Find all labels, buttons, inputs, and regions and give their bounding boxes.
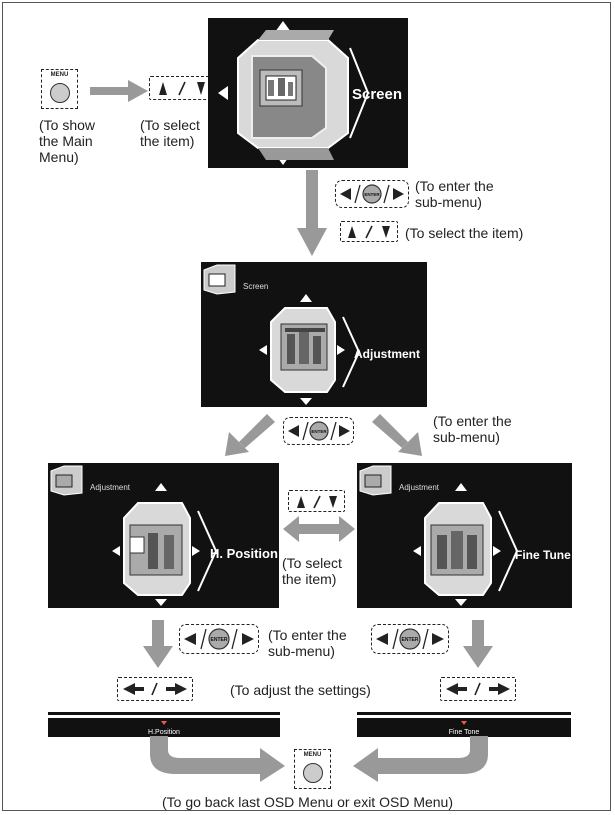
- up-down-arrows-icon: [159, 81, 205, 96]
- left-right-arrows-icon: [446, 682, 510, 696]
- osd-finetune-screen: Adjustment Fine Tune: [357, 463, 572, 608]
- down-left-arrow-icon: [225, 414, 275, 456]
- finetune-title: Fine Tune: [515, 548, 571, 562]
- adjustment-title: Adjustment: [354, 347, 420, 361]
- screen-title: Screen: [352, 86, 403, 103]
- select-item-caption: (To select the item): [140, 117, 200, 149]
- double-arrow-icon: [283, 516, 355, 542]
- adjustment-small-title: Screen: [243, 282, 269, 291]
- hposition-slider-label: H.Position: [148, 729, 180, 736]
- down-arrow-icon: [297, 170, 327, 256]
- slider-track-icon: [48, 715, 280, 725]
- left-enter-right-icon: ENTER: [287, 421, 350, 441]
- curved-left-arrow-icon: [353, 736, 488, 782]
- down-right-arrow-icon: [372, 414, 422, 456]
- finetune-small-title: Adjustment: [399, 483, 440, 492]
- hposition-title: H. Position: [210, 546, 278, 561]
- down-arrow-icon: [143, 620, 173, 668]
- left-enter-right-button[interactable]: ENTER: [371, 624, 449, 654]
- hposition-small-title: Adjustment: [90, 483, 131, 492]
- finetune-cube-icon: [359, 465, 519, 606]
- up-down-button[interactable]: [288, 490, 345, 512]
- left-right-button[interactable]: [440, 677, 516, 701]
- left-enter-right-button[interactable]: ENTER: [335, 180, 409, 208]
- slider-track-icon: [357, 715, 571, 725]
- hposition-cube-icon: [50, 465, 218, 606]
- show-main-menu-caption: (To show the Main Menu): [39, 117, 96, 165]
- svg-text:ENTER: ENTER: [364, 192, 380, 197]
- up-down-button[interactable]: [149, 76, 215, 100]
- finetone-slider-label: Fine Tone: [448, 729, 480, 736]
- left-enter-right-icon: ENTER: [340, 184, 404, 204]
- up-down-arrows-icon: [348, 225, 390, 239]
- left-right-arrows-icon: [123, 682, 187, 696]
- up-down-arrows-icon: [296, 495, 337, 508]
- down-arrow-icon: [463, 620, 493, 668]
- left-enter-right-icon: ENTER: [376, 628, 444, 650]
- osd-hposition-screen: Adjustment H. Position: [48, 463, 279, 608]
- menu-knob-icon: [50, 83, 70, 103]
- svg-text:ENTER: ENTER: [311, 429, 327, 434]
- svg-text:ENTER: ENTER: [402, 637, 419, 643]
- footer-caption: (To go back last OSD Menu or exit OSD Me…: [162, 794, 453, 810]
- osd-adjustment-screen: Screen Adjustment: [201, 262, 427, 407]
- curved-right-arrow-icon: [150, 736, 285, 782]
- left-enter-right-icon: ENTER: [184, 628, 254, 650]
- left-right-button[interactable]: [117, 677, 193, 701]
- screen-cube-icon: [218, 21, 370, 165]
- enter-submenu-caption: (To enter the sub-menu): [433, 413, 512, 445]
- enter-submenu-caption: (To enter the sub-menu): [415, 178, 494, 210]
- osd-screen-main: Screen: [208, 18, 408, 168]
- hposition-slider-bar: H.Position: [48, 712, 280, 737]
- menu-button-label: MENU: [50, 72, 69, 78]
- svg-text:ENTER: ENTER: [211, 637, 228, 643]
- left-enter-right-button[interactable]: ENTER: [179, 624, 259, 654]
- finetone-slider-bar: Fine Tone: [357, 712, 571, 737]
- menu-knob-icon: [303, 763, 323, 783]
- menu-button-label: MENU: [303, 752, 322, 758]
- select-item-caption: (To select the item): [282, 555, 342, 587]
- select-item-caption: (To select the item): [405, 225, 524, 241]
- menu-button[interactable]: MENU: [294, 749, 331, 789]
- right-arrow-icon: [90, 80, 148, 102]
- menu-button[interactable]: MENU: [41, 69, 78, 109]
- enter-submenu-caption: (To enter the sub-menu): [268, 627, 347, 659]
- left-enter-right-button[interactable]: ENTER: [283, 417, 354, 445]
- adjustment-cube-icon: [203, 264, 361, 405]
- up-down-button[interactable]: [340, 221, 398, 242]
- adjust-settings-caption: (To adjust the settings): [230, 682, 371, 698]
